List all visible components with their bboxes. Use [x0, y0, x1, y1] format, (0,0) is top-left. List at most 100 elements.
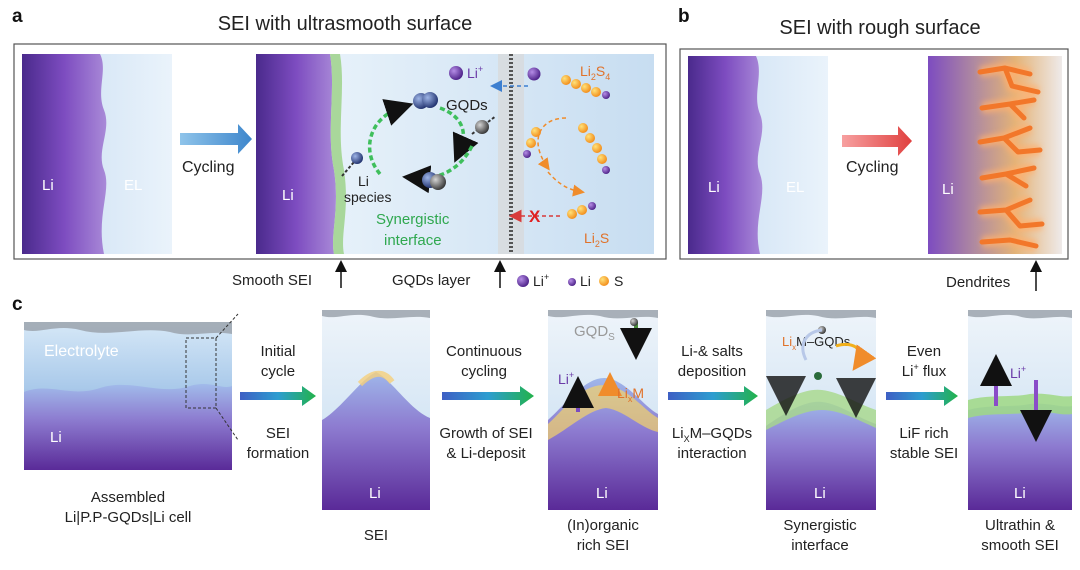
gqds-molecule-top — [413, 92, 438, 109]
stage2-li-label: Li — [369, 485, 381, 502]
arrow4-bottom-2: stable SEI — [890, 445, 958, 462]
cycle-arrow-down — [402, 145, 474, 194]
blocked-x-icon: X — [529, 207, 541, 226]
stage-inorganic-rich-sei: GQDS Li+ LixM Li (In)organic rich SEI — [548, 310, 658, 554]
li-species-molecule — [341, 152, 363, 177]
stage1-caption-1: Assembled — [91, 489, 165, 506]
gqds-molecule-bottom — [422, 172, 446, 190]
arrow3-top-1: Li-& salts — [681, 343, 743, 360]
gqds-label: GQDs — [446, 97, 488, 114]
li-metal-right — [256, 54, 336, 254]
arrow2-bottom-2: & Li-deposit — [446, 445, 526, 462]
legend-li-dot — [568, 278, 576, 286]
synergistic-label-2: interface — [384, 232, 442, 249]
arrow3-bottom-2: interaction — [677, 445, 746, 462]
stage-arrow-2: Continuous cycling Growth of SEI & Li-de… — [439, 343, 534, 462]
panel-b: b SEI with rough surface Li EL Cycling — [678, 6, 1069, 291]
zoom-box — [185, 337, 217, 409]
li2s4-label: Li2S4 — [580, 63, 610, 82]
li-ion-dot-2 — [527, 67, 541, 81]
gqds-molecule-right — [471, 115, 497, 135]
el-label-b: EL — [786, 179, 804, 196]
li-ion-dot — [449, 66, 463, 80]
stage5-caption-2: smooth SEI — [981, 537, 1059, 554]
arrow3-top-2: deposition — [678, 363, 746, 380]
li2s-chain — [567, 202, 596, 219]
li-label-b: Li — [708, 179, 720, 196]
stage-ultrathin-sei: Li+ Li Ultrathin & smooth SEI — [968, 310, 1072, 554]
legend-li-ion-label: Li+ — [533, 272, 549, 289]
stage1-li-label: Li — [50, 429, 62, 446]
legend-li-ion-dot — [517, 275, 529, 287]
li-metal-region — [22, 54, 107, 254]
stage-assembled-cell: Electrolyte Li Assembled Li|P.P-GQDs|Li … — [24, 313, 239, 526]
li-label: Li — [42, 177, 54, 194]
stage4-caption-1: Synergistic — [783, 517, 857, 534]
panel-c: c Electrolyte Li Assembled Li|P.P-GQDs|L… — [12, 294, 1072, 554]
smooth-sei-label: Smooth SEI — [232, 272, 312, 289]
panel-a: a SEI with ultrasmooth surface Li EL Cyc… — [12, 6, 667, 289]
stage3-lixm-label: LixM — [617, 385, 644, 404]
stage3-gqds-label: GQDS — [574, 323, 615, 343]
li-right-label: Li — [282, 187, 294, 204]
panel-a-after: Li Li+ Li2S4 — [256, 54, 654, 254]
arrow1-top-2: cycle — [261, 363, 295, 380]
stage-arrow-3: Li-& salts deposition LiXM–GQDs interact… — [668, 343, 758, 462]
stage-sei: Li SEI — [322, 310, 430, 544]
arrow1-bottom-2: formation — [247, 445, 310, 462]
cycling-arrow — [180, 124, 252, 154]
stage1-caption-2: Li|P.P-GQDs|Li cell — [65, 509, 192, 526]
panel-b-after: Li — [928, 56, 1062, 254]
panel-b-letter: b — [678, 6, 690, 27]
stage4-caption-2: interface — [791, 537, 849, 554]
panel-b-title: SEI with rough surface — [779, 17, 980, 39]
stage5-caption-1: Ultrathin & — [985, 517, 1055, 534]
arrow2-top-1: Continuous — [446, 343, 522, 360]
legend-li-label: Li — [580, 273, 591, 289]
cycle-arrow-up — [368, 99, 414, 176]
panel-b-before: Li EL — [688, 56, 828, 254]
stage3-caption-1: (In)organic — [567, 517, 639, 534]
reaction-arrow-1 — [537, 117, 567, 171]
smooth-sei-layer — [330, 54, 346, 254]
legend-s-label: S — [614, 273, 623, 289]
electrolyte-label: Electrolyte — [44, 343, 119, 360]
stage-synergistic-interface: LixM–GQDs Li Synergistic interface — [766, 310, 877, 554]
legend-s-dot — [599, 276, 609, 286]
cycling-label-b: Cycling — [846, 159, 898, 176]
stage4-li-label: Li — [814, 485, 826, 502]
arrow3-bottom-1: LiXM–GQDs — [672, 425, 752, 444]
el-label: EL — [124, 177, 142, 194]
gqds-layer-label: GQDs layer — [392, 272, 470, 289]
panel-a-before: Li EL — [22, 54, 172, 254]
arrow2-bottom-1: Growth of SEI — [439, 425, 532, 442]
arrow1-top-1: Initial — [260, 343, 295, 360]
stage5-li-label: Li — [1014, 485, 1026, 502]
stage3-caption-2: rich SEI — [577, 537, 630, 554]
panel-a-letter: a — [12, 6, 23, 27]
dendrites-label: Dendrites — [946, 274, 1010, 291]
panel-a-title: SEI with ultrasmooth surface — [218, 13, 473, 35]
li-species-label-1: Li — [358, 173, 369, 189]
polysulfide-chain-2 — [578, 123, 610, 174]
cycling-arrow-b — [842, 126, 912, 156]
li2s4-chain — [561, 75, 610, 99]
stage3-li-label: Li — [596, 485, 608, 502]
li-right-label-b: Li — [942, 181, 954, 198]
arrow4-top-2: Li+ flux — [902, 362, 947, 380]
dendrites-icon — [977, 62, 1045, 252]
reaction-arrow-2 — [547, 171, 585, 197]
li-species-label-2: species — [344, 189, 391, 205]
stage2-caption: SEI — [364, 527, 388, 544]
polysulfide-chain-3 — [523, 127, 541, 158]
stage-arrow-4: Even Li+ flux LiF rich stable SEI — [886, 343, 958, 462]
cycle-arrow-right — [439, 106, 479, 163]
arrow2-top-2: cycling — [461, 363, 507, 380]
cycling-label: Cycling — [182, 159, 234, 176]
panel-c-letter: c — [12, 294, 23, 315]
synergistic-label-1: Synergistic — [376, 211, 450, 228]
arrow1-bottom-1: SEI — [266, 425, 290, 442]
arrow4-bottom-1: LiF rich — [899, 425, 948, 442]
